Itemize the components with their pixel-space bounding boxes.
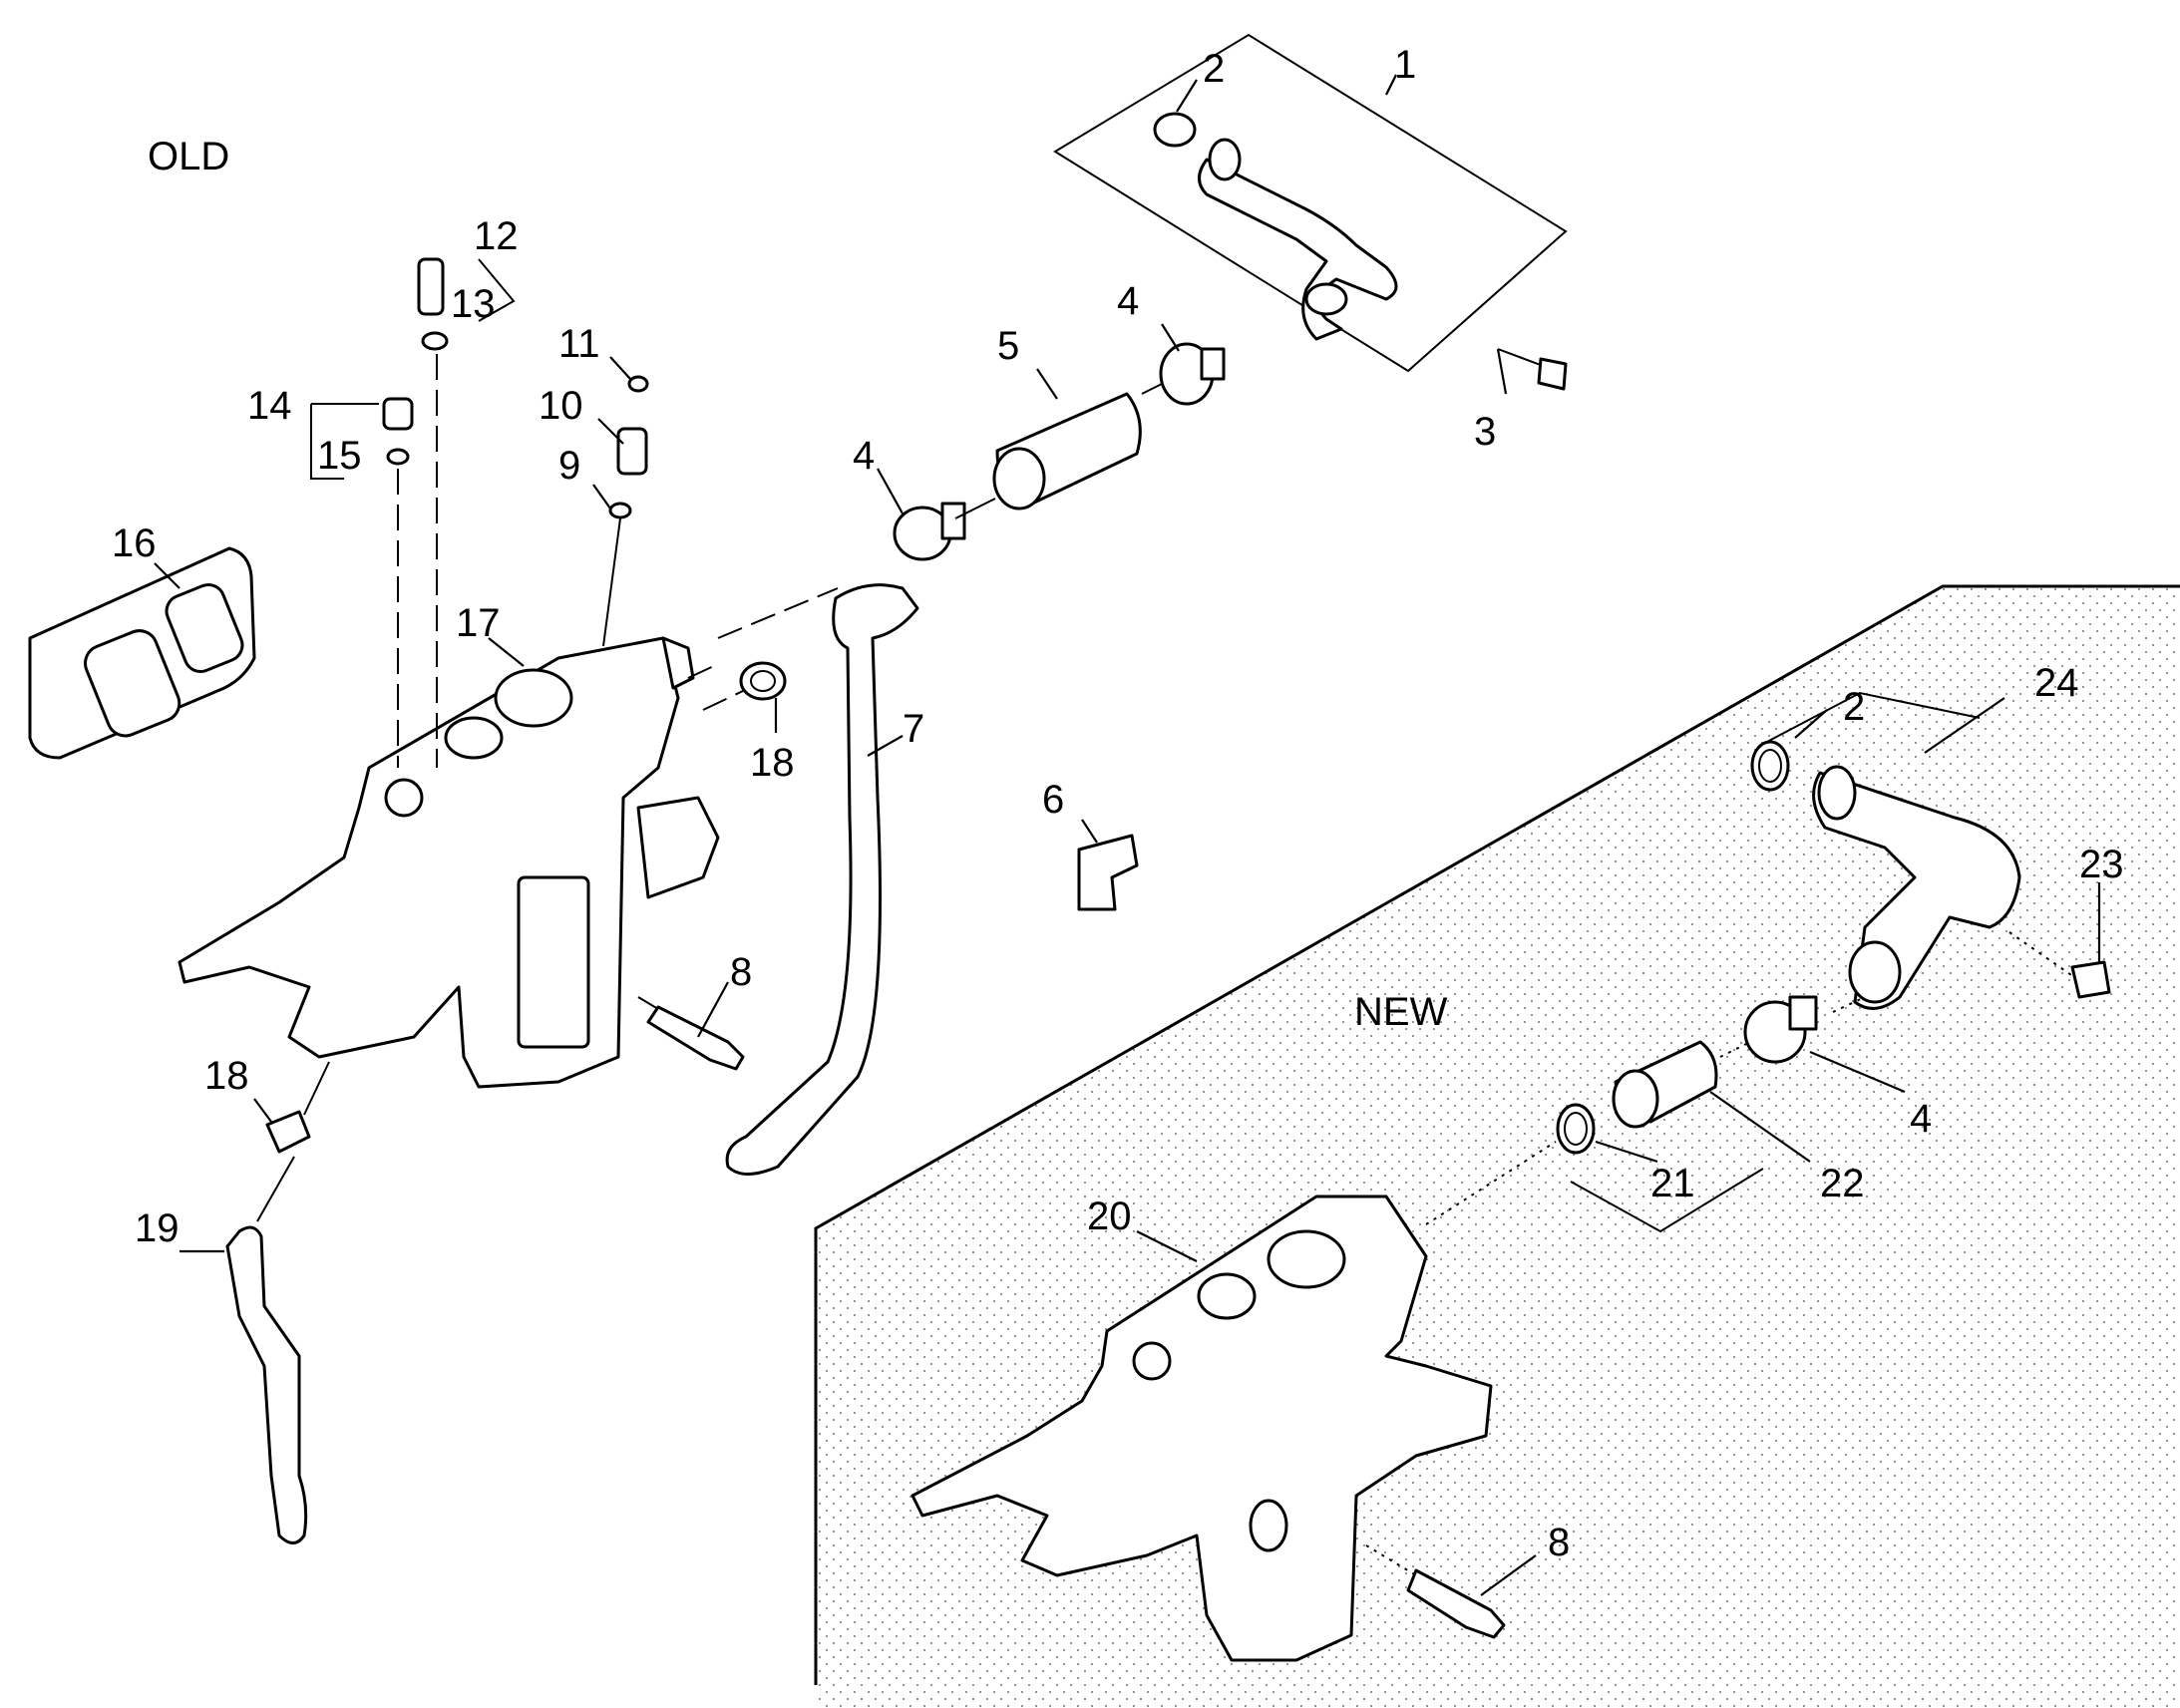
bracket-6 (1077, 834, 1139, 911)
bolt-8-new (1406, 1568, 1506, 1639)
section-label-old: OLD (148, 135, 229, 178)
callout-16: 16 (112, 521, 157, 565)
callout-8-new: 8 (1548, 1521, 1570, 1564)
adapter-22 (1612, 1040, 1718, 1129)
hose-5 (992, 392, 1142, 511)
callout-14: 14 (247, 384, 292, 428)
new-section-border (814, 584, 2180, 1685)
bolt-23 (2070, 960, 2111, 999)
callout-2-new: 2 (1843, 685, 1865, 729)
callout-4-new: 4 (1910, 1097, 1932, 1141)
section-label-new: NEW (1354, 990, 1448, 1034)
clamp-4-new (1743, 995, 1818, 1064)
callout-18-upper: 18 (750, 741, 795, 785)
callout-17: 17 (456, 601, 501, 645)
new-section-panel (816, 586, 2180, 1708)
fitting-18-lower (265, 1110, 311, 1154)
callout-4-upper: 4 (1117, 279, 1139, 323)
callout-15: 15 (317, 434, 362, 478)
coolant-pipe-24 (1812, 765, 2021, 1010)
callout-6: 6 (1042, 778, 1064, 822)
callout-1: 1 (1394, 43, 1416, 87)
bolt-3 (1497, 348, 1568, 391)
callout-9: 9 (558, 444, 580, 488)
callout-7: 7 (903, 707, 924, 751)
callouts-old: 1 2 3 4 5 4 6 7 8 9 10 11 12 13 14 15 16… (112, 43, 1496, 1250)
pipe-kit-box (1053, 33, 1568, 373)
callout-8-old: 8 (730, 950, 752, 994)
hose-19 (225, 1225, 308, 1544)
plug-14 (382, 397, 414, 466)
callout-18-lower: 18 (204, 1054, 249, 1098)
fitting-12 (417, 257, 449, 351)
callout-11: 11 (558, 322, 600, 366)
callout-23: 23 (2079, 843, 2124, 886)
clamp-4-upper (1159, 342, 1226, 406)
housing-17 (178, 636, 720, 1089)
callout-22: 22 (1820, 1162, 1865, 1205)
clamp-4-lower (893, 502, 966, 561)
callout-3: 3 (1474, 410, 1496, 454)
fitting-18-upper (739, 661, 787, 701)
gasket-16 (28, 546, 256, 760)
housing-20 (910, 1195, 1493, 1662)
callout-2: 2 (1203, 47, 1225, 91)
callout-20: 20 (1087, 1195, 1132, 1238)
coolant-pipe-1 (1153, 112, 1398, 341)
bolt-8-old (646, 1005, 745, 1071)
callouts-new: 2 24 23 4 22 21 20 8 (1087, 661, 2124, 1564)
callout-12: 12 (474, 214, 519, 258)
callout-4-lower: 4 (853, 434, 875, 478)
callout-5: 5 (997, 324, 1019, 368)
ring-21 (1556, 1103, 1596, 1155)
hose-7 (725, 583, 919, 1176)
ring-2-new (1750, 740, 1790, 792)
callout-19: 19 (135, 1206, 180, 1250)
callout-10: 10 (539, 384, 583, 428)
callout-13: 13 (451, 282, 496, 326)
callout-21: 21 (1650, 1162, 1695, 1205)
fitting-10 (608, 375, 649, 519)
callout-24: 24 (2034, 661, 2079, 705)
